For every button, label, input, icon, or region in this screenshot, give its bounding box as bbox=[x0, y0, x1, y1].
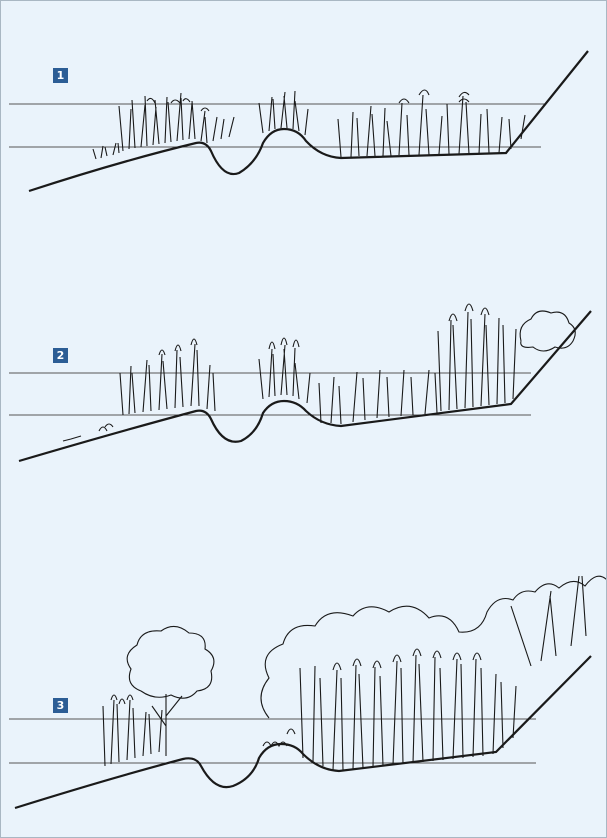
panel-1: 1 bbox=[1, 1, 606, 281]
floodplain-cross-section-2 bbox=[1, 281, 606, 486]
terrain-profile bbox=[15, 656, 591, 808]
panel-2: 2 bbox=[1, 281, 606, 486]
panel-3: 3 bbox=[1, 486, 606, 837]
floodplain-cross-section-1 bbox=[1, 1, 606, 281]
terrain-profile bbox=[19, 311, 591, 461]
reed-vegetation bbox=[93, 90, 525, 159]
terrain-profile bbox=[29, 51, 588, 191]
trees-and-reeds bbox=[103, 576, 606, 770]
floodplain-cross-section-3 bbox=[1, 486, 606, 837]
